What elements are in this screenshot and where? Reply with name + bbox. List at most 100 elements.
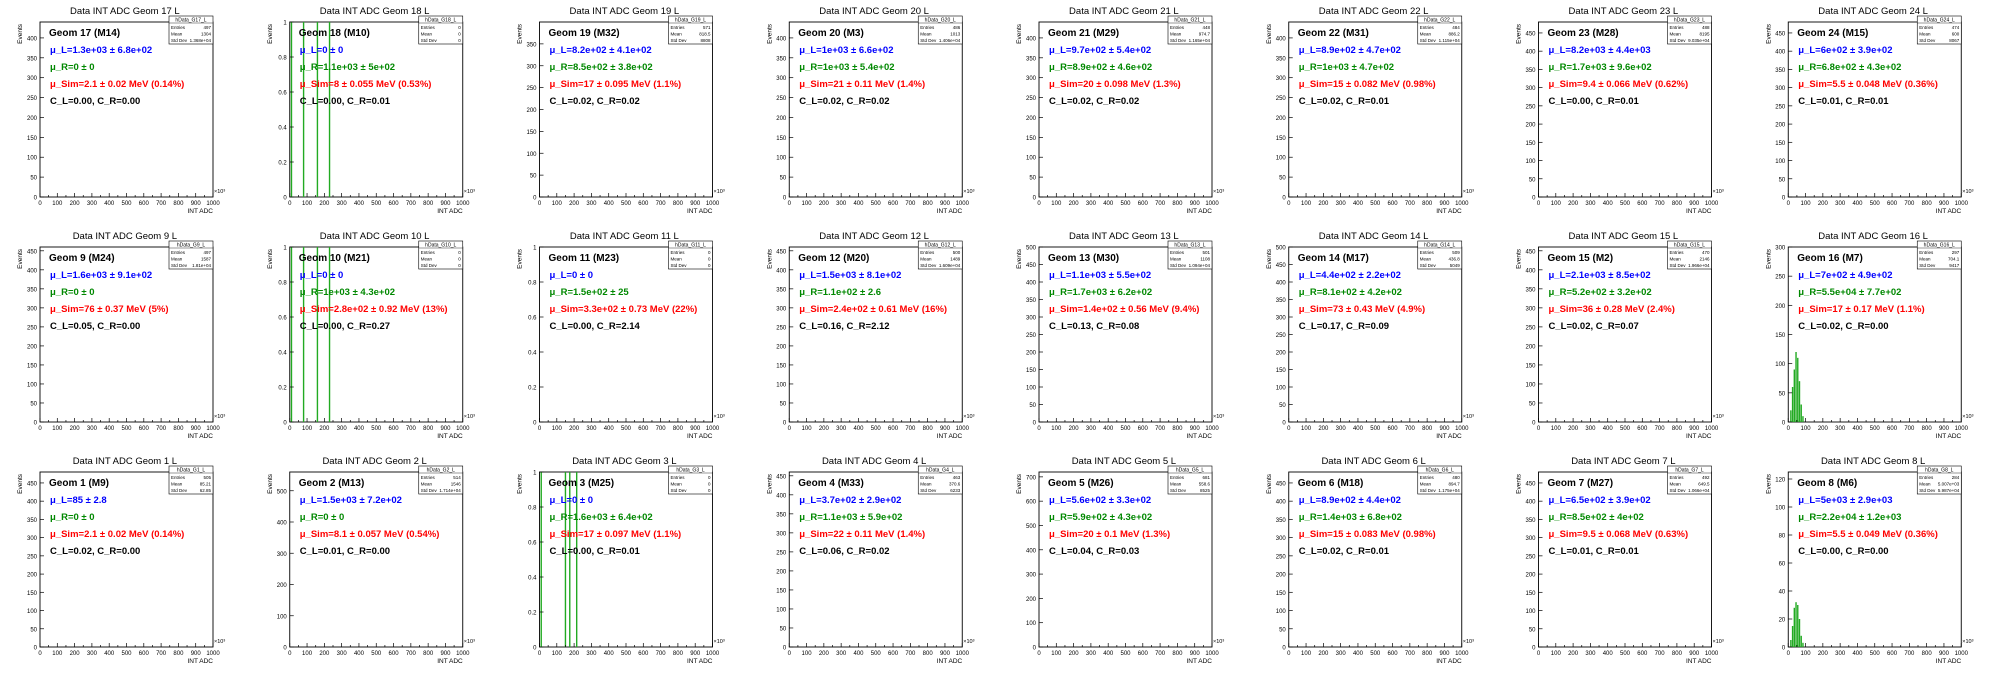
x-tick-label: 200 <box>70 426 81 432</box>
x-tick-label: 600 <box>888 426 899 432</box>
x-tick-label: 300 <box>1336 651 1347 657</box>
geom-label: Geom 22 (M31) <box>1298 28 1369 39</box>
x-tick-label: 800 <box>1172 426 1183 432</box>
mu-sim-annotation: μ_Sim=21 ± 0.11 MeV (1.4%) <box>799 79 925 90</box>
mu-r-annotation: μ_R=0 ± 0 <box>300 512 345 523</box>
mu-l-annotation: μ_L=6.5e+02 ± 3.9e+02 <box>1549 495 1651 506</box>
stats-mean: 2146 <box>1699 257 1710 262</box>
x-tick-label: 600 <box>1138 201 1149 207</box>
x-tick-label: 200 <box>819 651 830 657</box>
y-tick-label: 50 <box>30 401 37 407</box>
geom-label: Geom 4 (M33) <box>798 478 864 489</box>
x-axis-label: INT ADC <box>937 433 963 440</box>
x-tick-label: 1000 <box>456 426 470 432</box>
mu-l-annotation: μ_L=5.6e+02 ± 3.3e+02 <box>1049 495 1151 506</box>
x-tick-label: 1000 <box>456 201 470 207</box>
mu-sim-annotation: μ_Sim=36 ± 0.28 MeV (2.4%) <box>1549 304 1675 315</box>
x-tick-label: 200 <box>1069 201 1080 207</box>
y-tick-label: 300 <box>27 76 38 82</box>
x-tick-label: 100 <box>52 426 63 432</box>
panel-title: Data INT ADC Geom 18 L <box>320 6 430 17</box>
x-tick-label: 900 <box>940 201 951 207</box>
y-tick-label: 0 <box>783 421 787 427</box>
y-tick-label: 0 <box>1033 421 1037 427</box>
x-tick-label: 700 <box>1405 426 1416 432</box>
mu-r-annotation: μ_R=1.5e+02 ± 25 <box>550 287 630 298</box>
y-tick-label: 200 <box>1775 123 1786 129</box>
x-tick-label: 700 <box>1655 651 1666 657</box>
histogram-panel: Data INT ADC Geom 19 L050100150200250300… <box>517 6 725 215</box>
x-tick-label: 800 <box>1922 201 1933 207</box>
x-tick-label: 400 <box>1103 426 1114 432</box>
y-tick-label: 250 <box>1026 333 1037 339</box>
x-axis-label: INT ADC <box>437 433 463 440</box>
y-axis-label: Events <box>1266 23 1273 44</box>
y-tick-label: 0.4 <box>278 126 287 132</box>
mu-r-annotation: μ_R=5.5e+04 ± 7.7e+02 <box>1798 287 1901 298</box>
x-tick-label: 800 <box>1922 426 1933 432</box>
y-tick-label: 350 <box>1026 56 1037 62</box>
stats-mean: 0 <box>458 32 461 37</box>
x-tick-label: 900 <box>191 426 202 432</box>
panel-title: Data INT ADC Geom 1 L <box>73 456 177 467</box>
mu-r-annotation: μ_R=6.8e+02 ± 4.3e+02 <box>1798 62 1901 73</box>
x-tick-label: 900 <box>1439 201 1450 207</box>
y-tick-label: 100 <box>1775 362 1786 368</box>
y-tick-label: 300 <box>1525 86 1536 92</box>
mu-l-annotation: μ_L=3.7e+02 ± 2.9e+02 <box>799 495 901 506</box>
stats-name: hData_G18_L <box>425 18 456 24</box>
x-axis-label: INT ADC <box>1686 208 1712 215</box>
y-tick-label: 150 <box>1026 136 1037 142</box>
mu-l-annotation: μ_L=8.9e+02 ± 4.7e+02 <box>1299 45 1401 56</box>
x-multiplier: ×10³ <box>714 414 725 420</box>
x-multiplier: ×10³ <box>1463 189 1474 195</box>
x-tick-label: 600 <box>638 201 649 207</box>
y-tick-label: 250 <box>526 86 537 92</box>
stats-std-label: Std Dev <box>920 488 937 493</box>
stats-mean-label: Mean <box>1919 257 1931 262</box>
x-tick-label: 100 <box>1801 201 1812 207</box>
stats-mean: 886.2 <box>1448 32 1460 37</box>
x-tick-label: 200 <box>1318 201 1329 207</box>
x-axis-label: INT ADC <box>687 433 713 440</box>
stats-std-label: Std Dev <box>1919 38 1936 43</box>
stats-entries-label: Entries <box>1670 475 1685 480</box>
x-tick-label: 800 <box>173 651 184 657</box>
x-tick-label: 800 <box>923 426 934 432</box>
panel-title: Data INT ADC Geom 13 L <box>1069 231 1179 242</box>
y-tick-label: 300 <box>1026 76 1037 82</box>
y-tick-label: 0.2 <box>528 611 537 617</box>
stats-box <box>668 240 713 270</box>
x-tick-label: 1000 <box>1705 426 1719 432</box>
stats-mean-label: Mean <box>171 257 183 262</box>
y-tick-label: 250 <box>1775 104 1786 110</box>
x-tick-label: 300 <box>586 426 597 432</box>
mu-l-annotation: μ_L=1.6e+03 ± 9.1e+02 <box>50 270 152 281</box>
x-tick-label: 200 <box>569 426 580 432</box>
stats-box <box>168 465 214 495</box>
c-annotation: C_L=0.13, C_R=0.08 <box>1049 321 1139 332</box>
mu-r-annotation: μ_R=8.1e+02 ± 4.2e+02 <box>1299 287 1402 298</box>
x-tick-label: 600 <box>1887 651 1898 657</box>
y-tick-label: 200 <box>1026 116 1037 122</box>
stats-entries: 492 <box>1702 475 1710 480</box>
stats-box <box>418 465 464 495</box>
stats-mean: 5.007e+03 <box>1938 482 1960 487</box>
y-tick-label: 0 <box>34 196 38 202</box>
y-tick-label: 300 <box>526 64 537 70</box>
stats-name: hData_G6_L <box>1426 468 1455 474</box>
x-tick-label: 600 <box>1138 426 1149 432</box>
y-tick-label: 250 <box>1525 554 1536 560</box>
y-tick-label: 350 <box>1276 518 1287 524</box>
stats-std: 1.714e+04 <box>439 488 461 493</box>
x-tick-label: 0 <box>1787 426 1791 432</box>
x-tick-label: 1000 <box>956 426 970 432</box>
y-tick-label: 450 <box>1026 263 1037 269</box>
x-tick-label: 700 <box>905 201 916 207</box>
c-annotation: C_L=0.02, C_R=0.02 <box>550 96 640 107</box>
stats-mean-label: Mean <box>1170 257 1182 262</box>
mu-r-annotation: μ_R=1.1e+03 ± 5e+02 <box>300 62 395 73</box>
stats-entries-label: Entries <box>1420 250 1435 255</box>
stats-box <box>168 240 214 270</box>
